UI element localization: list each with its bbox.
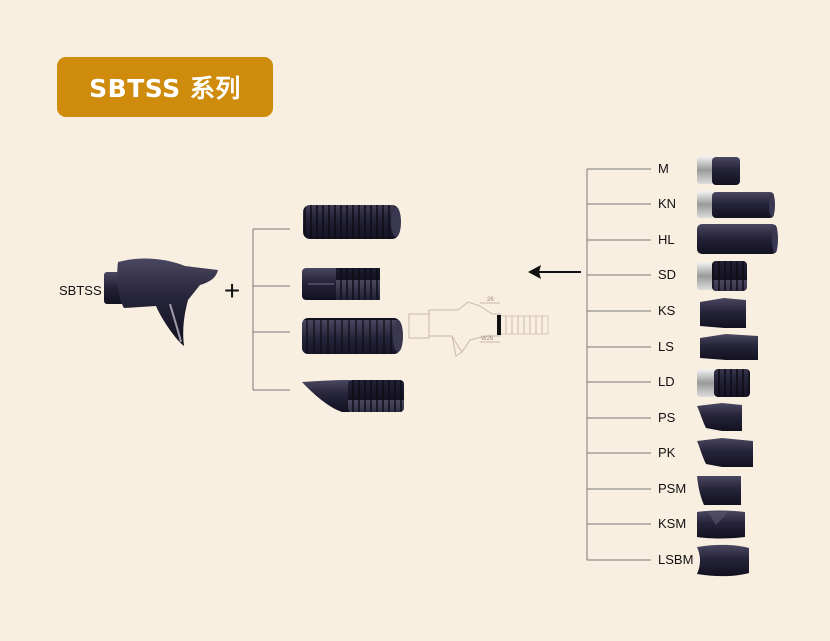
option-label-ksm: KSM	[658, 516, 687, 531]
plus-symbol: +	[224, 275, 240, 306]
left-bracket	[252, 228, 290, 391]
grip-option-4-icon	[302, 380, 404, 412]
series-title: SBTSS 系列	[89, 74, 241, 103]
drawing-marker	[497, 315, 501, 335]
option-label-ps: PS	[658, 410, 676, 425]
grip-option-1-icon	[303, 205, 401, 239]
grip-option-2-icon	[302, 268, 380, 300]
option-ps-icon	[697, 403, 742, 431]
option-psm-icon	[697, 476, 741, 505]
option-kn-icon	[697, 191, 775, 218]
dimension-label-top: 26	[487, 297, 494, 303]
option-label-sd: SD	[658, 267, 677, 282]
option-label-lsbm: LSBM	[658, 552, 694, 567]
option-label-m: M	[658, 161, 669, 176]
option-ks-icon	[700, 298, 746, 328]
option-label-ks: KS	[658, 303, 676, 318]
option-label-psm: PSM	[658, 481, 687, 496]
dimension-label-bottom: W26	[481, 336, 494, 342]
option-label-ld: LD	[658, 374, 675, 389]
option-label-ls: LS	[658, 339, 674, 354]
technical-drawing	[408, 301, 549, 357]
option-sd-icon	[697, 261, 747, 291]
option-ksm-icon	[697, 510, 745, 539]
option-pk-icon	[697, 438, 753, 467]
option-label-kn: KN	[658, 196, 677, 211]
grip-option-3-icon	[302, 318, 403, 354]
series-title-badge: SBTSS 系列	[57, 57, 273, 117]
option-ls-icon	[700, 334, 758, 360]
product-label: SBTSS	[59, 283, 102, 298]
option-lsbm-icon	[697, 544, 749, 577]
option-label-pk: PK	[658, 445, 676, 460]
right-bracket	[586, 168, 651, 561]
option-m-icon	[697, 156, 740, 185]
arrow-left-icon	[528, 265, 581, 279]
option-ld-icon	[697, 369, 750, 397]
reel-seat-product-icon	[104, 258, 218, 346]
option-label-hl: HL	[658, 232, 675, 247]
option-hl-icon	[697, 224, 778, 254]
